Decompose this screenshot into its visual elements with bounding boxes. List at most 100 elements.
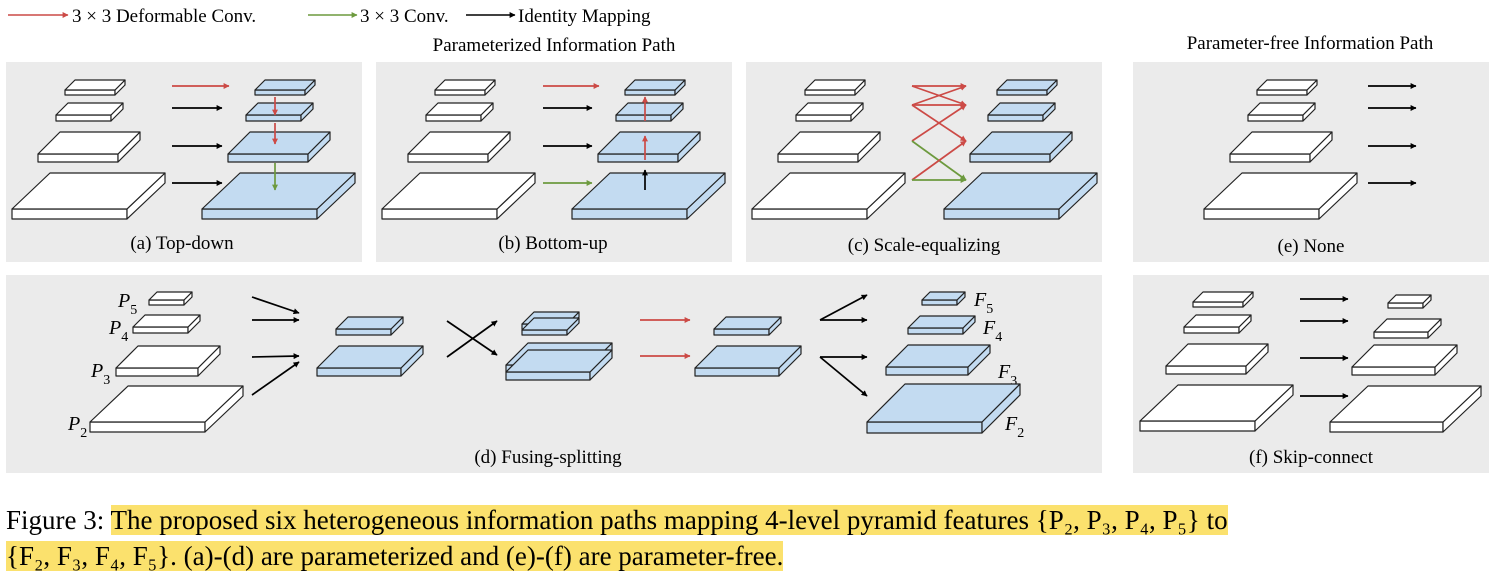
panel-c-output-level-3-front xyxy=(969,153,1051,163)
panel-f-output-level-4-front xyxy=(1373,331,1429,339)
panel-c-output-level-4 xyxy=(987,102,1056,122)
panel-a-input-level-2 xyxy=(11,172,166,220)
panel-d-fused-large-front xyxy=(316,367,402,377)
panel-b-output-level-3-top xyxy=(597,131,701,155)
panel-e-input-level-2-top xyxy=(1203,172,1358,210)
panel-d-split-f5 xyxy=(819,294,868,321)
panel-f-output-level-2 xyxy=(1329,385,1482,433)
panel-f-output-level-3 xyxy=(1351,344,1458,376)
panel-d-output-f3-top xyxy=(885,344,991,368)
panel-b-output-level-5 xyxy=(624,79,686,96)
panel-b-input-level-3-top xyxy=(407,131,511,155)
panel-a-output-level-2 xyxy=(201,172,356,220)
caption-line-1: The proposed six heterogeneous informati… xyxy=(110,505,1228,535)
output-label-f4: F4 xyxy=(982,317,1002,345)
panel-a-output-level-5-top xyxy=(254,79,316,91)
panel-d-output-f5-front xyxy=(921,299,958,306)
header-parameter-free: Parameter-free Information Path xyxy=(1187,33,1434,54)
panel-c-input-level-3 xyxy=(777,131,881,163)
panel-e-label: (e) None xyxy=(1278,236,1345,257)
panel-f-input-level-3-top xyxy=(1165,343,1269,367)
panel-b-input-level-2 xyxy=(381,172,536,220)
panel-b-input-level-2-front xyxy=(381,208,498,220)
panel-f-input-level-2-front xyxy=(1139,420,1256,432)
panel-f-output-level-2-top xyxy=(1329,385,1482,423)
panel-a-input-level-4 xyxy=(55,102,124,122)
panel-b-input-level-5 xyxy=(434,79,496,96)
panel-e-input-level-4-top xyxy=(1247,102,1316,116)
panel-b-label: (b) Bottom-up xyxy=(498,233,607,254)
panel-c-input-level-5-top xyxy=(804,79,866,91)
panel-c-output-level-5-top xyxy=(996,79,1058,91)
panel-c-input-level-3-front xyxy=(777,153,859,163)
panel-d-input-p2 xyxy=(89,385,244,433)
panel-f-output-level-4-top xyxy=(1373,318,1442,333)
panel-a-output-level-5-front xyxy=(254,89,306,96)
panel-e-input-level-4-front xyxy=(1247,114,1304,122)
panel-b-output-level-2-top xyxy=(571,172,726,210)
panel-c-output-level-3-top xyxy=(969,131,1073,155)
panel-a-input-level-2-top xyxy=(11,172,166,210)
legend: 3 × 3 Deformable Conv. 3 × 3 Conv. Ident… xyxy=(8,6,651,27)
panel-d-output-f5-top xyxy=(921,291,966,301)
panel-e-input-level-5 xyxy=(1256,79,1318,96)
panel-d-fuse-p2 xyxy=(251,361,300,396)
panel-a-input-level-5 xyxy=(64,79,126,96)
panel-c-output-level-2-top xyxy=(943,172,1098,210)
panel-a-input-level-5-top xyxy=(64,79,126,91)
panel-b-output-level-3 xyxy=(597,131,701,163)
panel-e-input-level-3-top xyxy=(1229,131,1333,155)
panel-c-input-level-2-top xyxy=(751,172,906,210)
panel-d-output-f3 xyxy=(885,344,991,376)
input-label-p3: P3 xyxy=(90,360,110,388)
panel-b-output-level-2 xyxy=(571,172,726,220)
input-label-p2: P2 xyxy=(67,413,87,441)
panel-e-input-level-5-front xyxy=(1256,89,1308,96)
output-label-f5: F5 xyxy=(973,289,993,317)
panel-f-input-level-4 xyxy=(1183,314,1252,334)
panel-b-output-level-5-front xyxy=(624,89,676,96)
panel-a-label: (a) Top-down xyxy=(130,233,234,254)
panel-c-arrow-2-3 xyxy=(911,140,967,181)
panel-d-output-f4-front xyxy=(907,327,964,335)
legend-deformable-label: 3 × 3 Deformable Conv. xyxy=(72,6,256,27)
output-label-f3: F3 xyxy=(997,361,1017,389)
panel-a-input-level-5-front xyxy=(64,89,116,96)
panel-d-refined-large-top xyxy=(694,345,802,369)
panel-e-input-level-2 xyxy=(1203,172,1358,220)
panel-d-double-small-front xyxy=(521,317,580,336)
panel-f-output-level-5-front xyxy=(1387,302,1424,309)
panel-c-arrow-4-5 xyxy=(911,84,967,106)
panel-d-fused-small-top xyxy=(335,316,404,330)
panel-b-output-level-5-top xyxy=(624,79,686,91)
figure-caption: Figure 3: The proposed six heterogeneous… xyxy=(6,502,1494,574)
panel-a-input-level-3-front xyxy=(37,153,119,163)
panel-f-output-level-3-top xyxy=(1351,344,1458,368)
panel-a-output-level-2-front xyxy=(201,208,318,220)
panel-d-double-small-front-top xyxy=(521,317,580,331)
panel-b-input-level-5-top xyxy=(434,79,496,91)
panel-a-input-level-3-top xyxy=(37,131,141,155)
header-parameterized: Parameterized Information Path xyxy=(433,35,676,56)
panel-b-input-level-3-front xyxy=(407,153,489,163)
panel-d-input-p5-front xyxy=(148,299,185,306)
panel-d-input-p3-top xyxy=(115,345,221,369)
panel-f-output-level-4 xyxy=(1373,318,1442,339)
panel-c-input-level-5-front xyxy=(804,89,856,96)
panel-f-input-level-5 xyxy=(1192,291,1254,308)
panel-d-fuse-p3 xyxy=(251,353,300,360)
panel-c-output-level-5 xyxy=(996,79,1058,96)
panel-d-refined-small-top xyxy=(713,316,782,330)
panel-c-output-level-2-front xyxy=(943,208,1060,220)
panel-a-output-level-4-top xyxy=(245,102,314,116)
panel-b-output-level-2-front xyxy=(571,208,688,220)
feature-maps xyxy=(11,79,1482,434)
panel-a-output-level-4-front xyxy=(245,114,302,122)
panel-d-input-p5-top xyxy=(148,291,193,301)
panel-f-output-level-5-top xyxy=(1387,294,1432,304)
panel-d-input-p2-front xyxy=(89,421,206,433)
panel-f-output-level-2-front xyxy=(1329,421,1444,433)
panel-c-output-level-4-top xyxy=(987,102,1056,116)
panel-c-input-level-4-top xyxy=(795,102,864,116)
